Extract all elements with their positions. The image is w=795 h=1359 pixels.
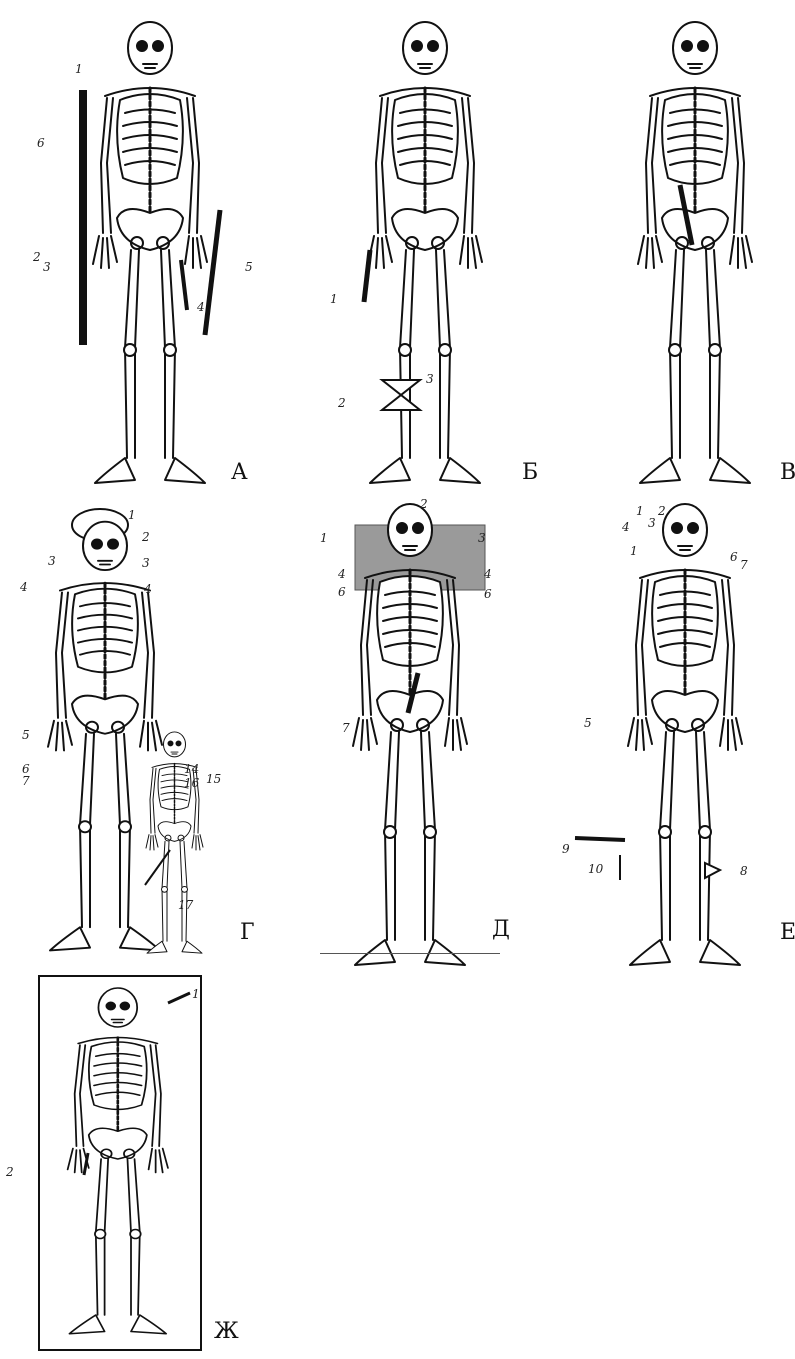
callout-label: 3 (48, 554, 56, 568)
long-bar-object (79, 90, 87, 345)
bone-fragment (145, 850, 170, 885)
skeleton-figure (38, 975, 278, 1359)
callout-label: 1 (320, 531, 328, 545)
skeleton-figure (580, 500, 795, 950)
callout-label: 16 (184, 776, 199, 790)
panel-letter: Д (492, 917, 510, 942)
rod-object (575, 838, 625, 840)
panel-letter: Б (522, 460, 538, 485)
short-rod-object (84, 1153, 88, 1175)
callout-label: 7 (342, 721, 350, 735)
callout-label: 3 (478, 531, 486, 545)
callout-label: 9 (562, 842, 570, 856)
rod-object (364, 250, 370, 302)
panel-g: 1 2 3 3 4 4 5 6 7 14 15 16 17 Г (20, 500, 280, 950)
callout-label: 3 (43, 260, 51, 274)
skeleton-figure (20, 500, 280, 950)
rod-object (205, 210, 220, 335)
callout-label: 4 (144, 582, 152, 596)
callout-label: 1 (192, 987, 200, 1001)
callout-label: 10 (588, 862, 603, 876)
callout-label: 5 (22, 728, 30, 742)
callout-label: 2 (658, 504, 666, 518)
panel-a: 1 6 2 3 4 5 А (55, 10, 275, 490)
callout-label: 1 (75, 62, 83, 76)
callout-label: 7 (22, 774, 30, 788)
divider-line (320, 953, 500, 954)
callout-label: 1 (630, 544, 638, 558)
callout-label: 15 (206, 772, 221, 786)
callout-label: 6 (37, 136, 45, 150)
panel-letter: А (231, 460, 248, 485)
skeleton-figure (320, 495, 520, 960)
callout-label: 3 (426, 372, 434, 386)
callout-label: 3 (648, 516, 656, 530)
skeleton-figure (330, 10, 550, 490)
panel-letter: Е (780, 920, 795, 945)
callout-label: 2 (338, 396, 346, 410)
skeleton-figure (55, 10, 275, 490)
panel-e: 1 2 3 4 1 6 7 5 8 9 10 Е (580, 500, 795, 950)
callout-label: 4 (197, 300, 205, 314)
callout-label: 1 (330, 292, 338, 306)
callout-label: 1 (128, 508, 136, 522)
rod-object (168, 993, 190, 1003)
panel-zh: 1 2 Ж (38, 975, 278, 1359)
callout-label: 2 (420, 497, 428, 511)
callout-label: 17 (178, 898, 193, 912)
panel-letter: Ж (214, 1319, 239, 1344)
panel-letter: Г (240, 920, 255, 945)
callout-label: 5 (245, 260, 253, 274)
callout-label: 4 (622, 520, 630, 534)
bow-tie-object (382, 380, 420, 410)
short-rod-object (181, 260, 187, 310)
callout-label: 2 (142, 530, 150, 544)
callout-label: 6 (484, 587, 492, 601)
callout-label: 4 (484, 567, 492, 581)
callout-label: 2 (6, 1165, 14, 1179)
callout-label: 8 (740, 864, 748, 878)
callout-label: 6 (338, 585, 346, 599)
callout-label: 2 (33, 250, 41, 264)
panel-b: 1 2 3 Б (330, 10, 550, 490)
callout-label: 1 (636, 504, 644, 518)
callout-label: 4 (20, 580, 28, 594)
skeleton-figure (600, 10, 795, 490)
panel-v: В (600, 10, 795, 490)
panel-letter: В (780, 460, 795, 485)
panel-d: 2 1 3 4 4 6 6 7 Д (320, 495, 520, 960)
callout-label: 7 (740, 558, 748, 572)
callout-label: 3 (142, 556, 150, 570)
callout-label: 6 (730, 550, 738, 564)
callout-label: 4 (338, 567, 346, 581)
fragment-object (705, 863, 720, 878)
callout-label: 5 (584, 716, 592, 730)
callout-label: 14 (184, 762, 199, 776)
